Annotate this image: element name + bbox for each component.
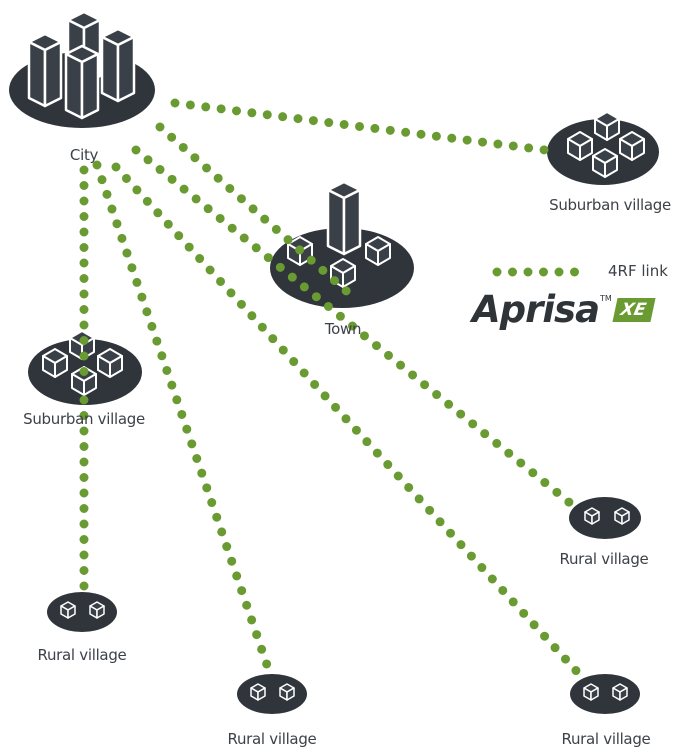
suburban-village-icon — [547, 111, 659, 185]
links — [79, 98, 595, 680]
rural-village-icon — [569, 497, 641, 539]
aprisa-xe-logo: Aprisa TM XE — [472, 288, 656, 331]
rural-village-label: Rural village — [561, 730, 651, 748]
rural-village-label: Rural village — [37, 646, 127, 664]
town-icon — [270, 180, 414, 308]
link-city-rural-right-bottom — [111, 162, 585, 680]
logo-name: Aprisa — [472, 288, 600, 331]
rural-village-icon — [237, 674, 307, 714]
rural-village-label: Rural village — [559, 550, 649, 568]
rural-village-icon — [47, 592, 117, 632]
suburban-village-label: Suburban village — [23, 410, 145, 428]
rural-village-icon — [570, 674, 640, 714]
suburban-village-label: Suburban village — [549, 196, 671, 214]
town-label: Town — [324, 320, 362, 338]
city-label: City — [69, 146, 99, 164]
link-city-suburban-top — [170, 98, 550, 155]
link-city-rural-bottom-mid — [92, 160, 273, 673]
link-city-rural-right-mid — [131, 145, 575, 508]
logo-tm: TM — [600, 294, 612, 303]
rural-village-label: Rural village — [227, 730, 317, 748]
legend-link-label: 4RF link — [608, 262, 668, 280]
logo-badge: XE — [612, 298, 656, 322]
link-city-town — [155, 122, 357, 301]
city-icon — [9, 10, 155, 128]
